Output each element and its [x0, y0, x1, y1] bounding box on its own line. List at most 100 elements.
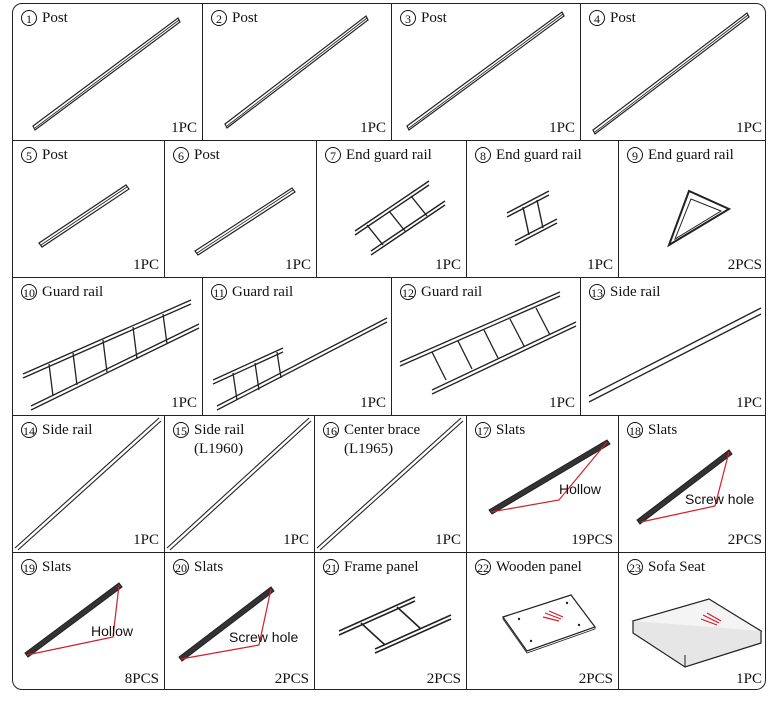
part-cell-4: 4 Post 1PC — [581, 4, 765, 141]
part-name: Post — [194, 147, 220, 163]
part-name: Post — [610, 10, 636, 26]
post-illustration — [592, 12, 750, 135]
part-number: 21 — [323, 559, 339, 575]
part-cell-11: 11 Guard rail 1PC — [203, 278, 392, 416]
part-quantity: 1PC — [171, 120, 197, 136]
slat-illustration — [488, 439, 611, 515]
part-name: Sofa Seat — [648, 559, 706, 575]
part-quantity: 1PC — [360, 395, 386, 411]
part-quantity: 1PC — [549, 395, 575, 411]
part-number: 8 — [475, 147, 491, 163]
callout-label: Screw hole — [229, 629, 299, 645]
part-cell-6: 6 Post 1PC — [165, 141, 317, 278]
part-quantity: 2PCS — [727, 257, 762, 273]
part-number: 11 — [211, 284, 227, 300]
part-cell-1: 1 Post 1PC — [13, 4, 203, 141]
part-cell-8: 8 End guard rail 1PC — [467, 141, 619, 278]
part-cell-22: 22 Wooden panel 2PCS — [467, 553, 619, 689]
part-quantity: 2PCS — [274, 671, 309, 687]
part-length: (L1960) — [194, 441, 244, 457]
part-quantity: 19PCS — [571, 532, 613, 548]
part-number: 4 — [589, 10, 605, 26]
part-name: Post — [232, 10, 258, 26]
end-guard-rail-illustration — [667, 189, 732, 248]
part-cell-14: 14 Side rail 1PC — [13, 416, 165, 553]
part-quantity: 1PC — [736, 395, 762, 411]
part-number: 9 — [627, 147, 643, 163]
part-name: Side rail — [194, 422, 245, 438]
part-cell-13: 13 Side rail 1PC — [581, 278, 765, 416]
part-cell-21: 21 Frame panel 2PCS — [315, 553, 467, 689]
part-name: Center brace — [344, 422, 421, 438]
wooden-panel-illustration — [502, 594, 596, 654]
part-number: 15 — [173, 422, 189, 438]
part-name: Slats — [194, 559, 224, 575]
guard-rail-illustration — [399, 291, 577, 395]
part-number: 18 — [627, 422, 643, 438]
part-cell-3: 3 Post 1PC — [392, 4, 581, 141]
part-cell-12: 12 Guard rail 1PC — [392, 278, 581, 416]
part-quantity: 1PC — [549, 120, 575, 136]
part-number: 12 — [400, 284, 416, 300]
post-illustration — [224, 15, 369, 129]
part-number: 13 — [589, 284, 605, 300]
sofa-seat-illustration — [631, 598, 763, 668]
post-illustration — [38, 184, 130, 248]
part-quantity: 1PC — [133, 257, 159, 273]
post-illustration — [194, 187, 296, 256]
part-cell-15: 15 Side rail (L1960) 1PC — [165, 416, 315, 553]
post-illustration — [406, 11, 565, 131]
part-name: Side rail — [610, 284, 661, 300]
part-name: Slats — [648, 422, 678, 438]
part-name: End guard rail — [346, 147, 432, 163]
part-quantity: 2PCS — [578, 671, 613, 687]
part-quantity: 1PC — [736, 120, 762, 136]
part-quantity: 1PC — [283, 532, 309, 548]
part-name: Post — [421, 10, 447, 26]
guard-rail-illustration — [22, 299, 200, 411]
part-name: Post — [42, 10, 68, 26]
part-quantity: 1PC — [435, 532, 461, 548]
post-illustration — [32, 17, 181, 131]
part-cell-17: 17 Slats Hollow 19PCS — [467, 416, 619, 553]
part-cell-2: 2 Post 1PC — [203, 4, 392, 141]
part-number: 17 — [475, 422, 491, 438]
part-cell-16: 16 Center brace (L1965) 1PC — [315, 416, 467, 553]
part-name: Guard rail — [42, 284, 104, 300]
side-rail-illustration — [588, 307, 762, 403]
part-quantity: 1PC — [133, 532, 159, 548]
frame-panel-illustration — [338, 596, 452, 654]
part-number: 20 — [173, 559, 189, 575]
callout-label: Hollow — [91, 623, 134, 639]
part-number: 6 — [173, 147, 189, 163]
part-name: End guard rail — [648, 147, 734, 163]
part-number: 10 — [21, 284, 37, 300]
slat-illustration — [24, 582, 123, 658]
part-cell-9: 9 End guard rail 2PCS — [619, 141, 765, 278]
part-name: Side rail — [42, 422, 93, 438]
part-cell-5: 5 Post 1PC — [13, 141, 165, 278]
part-name: Post — [42, 147, 68, 163]
side-rail-illustration — [14, 417, 162, 551]
part-number: 19 — [21, 559, 37, 575]
part-cell-19: 19 Slats Hollow 8PCS — [13, 553, 165, 689]
part-number: 14 — [21, 422, 37, 438]
part-cell-7: 7 End guard rail 1PC — [317, 141, 467, 278]
part-quantity: 2PCS — [727, 532, 762, 548]
part-number: 1 — [21, 10, 37, 26]
slat-illustration — [636, 449, 733, 525]
part-name: Slats — [496, 422, 526, 438]
part-name: Guard rail — [232, 284, 294, 300]
part-name: Guard rail — [421, 284, 483, 300]
part-cell-23: 23 Sofa Seat 1PC — [619, 553, 765, 689]
part-cell-20: 20 Slats Screw hole 2PCS — [165, 553, 315, 689]
part-number: 3 — [400, 10, 416, 26]
part-number: 2 — [211, 10, 227, 26]
part-quantity: 8PCS — [124, 671, 159, 687]
part-number: 16 — [323, 422, 339, 438]
slat-illustration — [178, 586, 275, 662]
part-name: Wooden panel — [496, 559, 582, 575]
part-quantity: 1PC — [435, 257, 461, 273]
part-name: Slats — [42, 559, 72, 575]
callout-label: Hollow — [559, 481, 602, 497]
